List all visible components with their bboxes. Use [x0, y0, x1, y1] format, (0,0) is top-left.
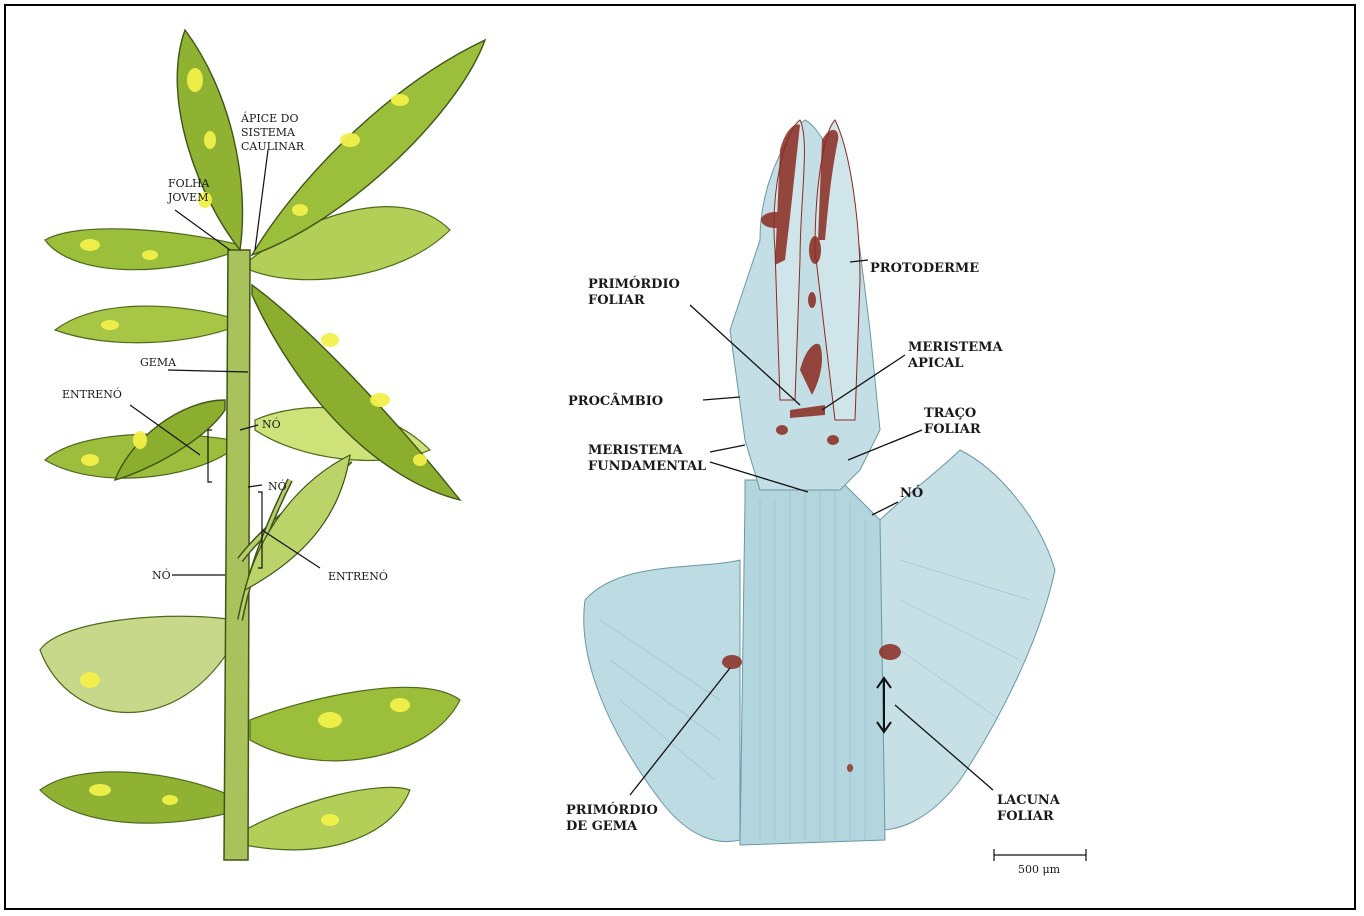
label-young-leaf-line2: JOVEM: [167, 191, 208, 204]
scale-bar: [994, 849, 1086, 861]
central-axis: [740, 480, 885, 845]
label-leaf-gap-line1: LACUNA: [997, 793, 1061, 808]
leaf: [45, 229, 240, 270]
label-apex-line3: CAULINAR: [241, 140, 305, 153]
label-young-leaf-line1: FOLHA: [168, 177, 211, 190]
label-leaf-trace-line2: FOLIAR: [924, 422, 981, 437]
leaf: [55, 306, 240, 343]
label-node-1: NÓ: [262, 417, 281, 431]
leaf: [40, 616, 235, 712]
label-scale-bar: 500 μm: [1018, 863, 1061, 876]
label-node: NÓ: [900, 484, 923, 501]
label-node-3: NÓ: [152, 568, 171, 582]
plant-illustration: [40, 30, 485, 860]
label-leaf-trace-line1: TRAÇO: [924, 406, 976, 421]
leaf: [250, 687, 460, 761]
label-internode-bottom: ENTRENÓ: [328, 569, 388, 583]
label-apical-meristem-line2: APICAL: [907, 356, 964, 371]
label-apical-meristem-line1: MERISTEMA: [908, 340, 1004, 355]
side-leaf-left: [584, 560, 740, 842]
label-procambium: PROCÂMBIO: [568, 393, 663, 409]
label-protoderm: PROTODERME: [870, 261, 979, 276]
label-leaf-primordium-line2: FOLIAR: [588, 293, 645, 308]
label-bud-primordium-line2: DE GEMA: [566, 819, 638, 834]
label-bud: GEMA: [140, 356, 177, 369]
label-internode-top: ENTRENÓ: [62, 387, 122, 401]
label-ground-meristem-line2: FUNDAMENTAL: [588, 459, 706, 474]
label-bud-primordium-line1: PRIMÓRDIO: [566, 801, 658, 818]
label-node-2: NÓ: [268, 479, 287, 493]
label-leaf-primordium-line1: PRIMÓRDIO: [588, 275, 680, 292]
label-apex-line2: SISTEMA: [241, 126, 296, 139]
label-leaf-gap-line2: FOLIAR: [997, 809, 1054, 824]
leaf: [252, 285, 460, 500]
side-leaf-right: [880, 450, 1055, 830]
label-apex-line1: ÁPICE DO: [240, 111, 298, 125]
leaf: [40, 772, 240, 823]
shoot-apex-micrograph: [584, 120, 1086, 861]
label-ground-meristem-line1: MERISTEMA: [588, 443, 684, 458]
